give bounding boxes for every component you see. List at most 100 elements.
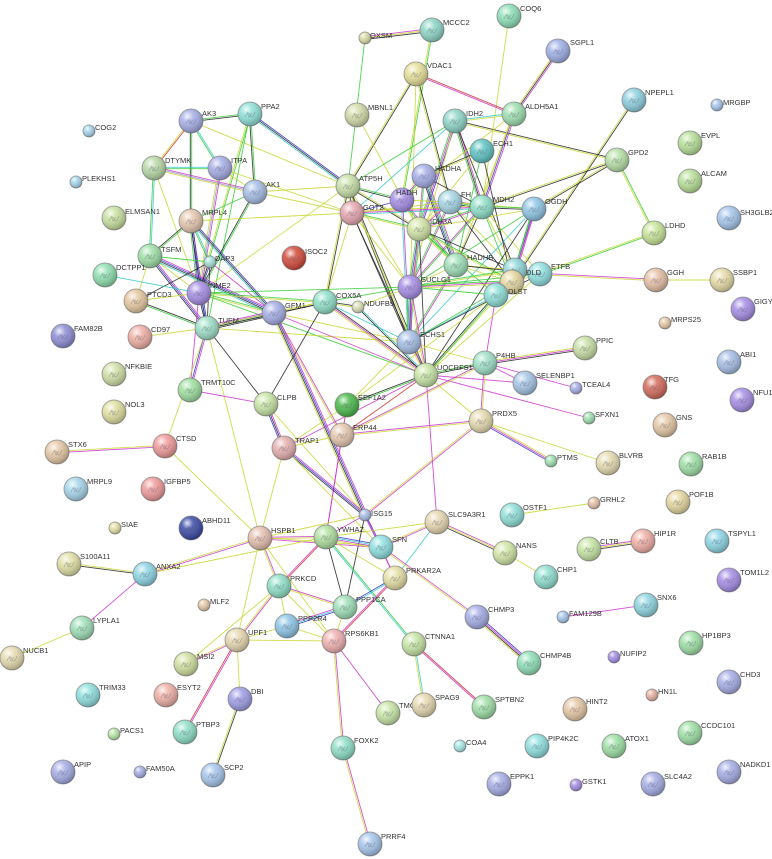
node-ostf1[interactable]: OSTF1 <box>499 502 547 528</box>
node-tspyl1[interactable]: TSPYL1 <box>704 528 756 554</box>
node-eppk1[interactable]: EPPK1 <box>486 771 534 797</box>
node-s100a11[interactable]: S100A11 <box>56 551 110 577</box>
node-sphere-icon[interactable] <box>716 669 742 695</box>
node-sphere-icon[interactable] <box>486 771 512 797</box>
edge-mccc2-hadh[interactable] <box>400 29 432 200</box>
node-fam82b[interactable]: FAM82B <box>50 323 103 349</box>
edge-gfm1-erp44[interactable] <box>272 313 342 436</box>
node-sphere-icon[interactable] <box>652 412 678 438</box>
edge-gpd2-ogdh[interactable] <box>534 160 618 210</box>
node-mrpl4[interactable]: MRPL4 <box>178 208 227 234</box>
node-spag9[interactable]: SPAG9 <box>411 692 459 718</box>
edge-hspb1-upf1[interactable] <box>236 537 261 641</box>
node-siae[interactable]: SIAE <box>108 520 138 535</box>
node-nadkd1[interactable]: NADKD1 <box>716 759 770 785</box>
edge-gfm1-isg15[interactable] <box>275 311 368 515</box>
edge-ogdh-idh3a[interactable] <box>418 208 535 230</box>
node-pacs1[interactable]: PACS1 <box>107 726 144 741</box>
edge-gfm1-isg15[interactable] <box>271 313 364 517</box>
node-sphere-icon[interactable] <box>127 324 153 350</box>
node-sphere-icon[interactable] <box>516 650 542 676</box>
edge-atp5h-nme2[interactable] <box>198 185 349 294</box>
node-sphere-icon[interactable] <box>173 651 199 677</box>
edge-itpa-nme2[interactable] <box>198 167 221 294</box>
node-igfbp5[interactable]: IGFBP5 <box>140 476 191 502</box>
node-sphere-icon[interactable] <box>101 361 127 387</box>
node-sphere-icon[interactable] <box>69 175 83 189</box>
node-esyt2[interactable]: ESYT2 <box>153 682 201 708</box>
node-sphere-icon[interactable] <box>621 87 647 113</box>
node-sphere-icon[interactable] <box>253 391 279 417</box>
node-sphere-icon[interactable] <box>382 565 408 591</box>
node-sphere-icon[interactable] <box>492 540 518 566</box>
node-sphere-icon[interactable] <box>132 561 158 587</box>
edge-got2-cox5a[interactable] <box>324 212 353 303</box>
node-sphere-icon[interactable] <box>544 454 558 468</box>
node-sphere-icon[interactable] <box>75 682 101 708</box>
edge-aldh5a1-mdh2[interactable] <box>482 114 516 208</box>
edge-ldhd-etfb[interactable] <box>539 231 654 274</box>
node-sphere-icon[interactable] <box>207 155 233 181</box>
node-sphere-icon[interactable] <box>368 534 394 560</box>
node-sh3glb2[interactable]: SH3GLB2 <box>716 205 772 231</box>
edge-etfb-ggh[interactable] <box>540 272 657 280</box>
node-hadhb[interactable]: HADHB <box>443 252 493 278</box>
edge-uqcrfs1-slc9a3r1[interactable] <box>425 374 438 523</box>
node-ctnna1[interactable]: CTNNA1 <box>401 631 455 657</box>
edge-vdac1-fh[interactable] <box>414 74 450 203</box>
node-gfm1[interactable]: GFM1 <box>261 300 306 326</box>
node-stx6[interactable]: STX6 <box>44 439 87 465</box>
edge-tufm-hspb1[interactable] <box>206 327 261 539</box>
edge-atp5h-cox5a[interactable] <box>323 185 348 302</box>
edge-dtymk-ak1[interactable] <box>153 168 255 194</box>
node-mbnl1[interactable]: MBNL1 <box>344 102 393 128</box>
node-sphere-icon[interactable] <box>643 267 669 293</box>
edge-dlst2-eef1a2[interactable] <box>346 294 497 406</box>
edge-npepl1-dlst[interactable] <box>512 100 635 283</box>
edge-itpa-nme2[interactable] <box>199 168 222 294</box>
edge-p4hb-erp44[interactable] <box>341 361 485 435</box>
node-sphere-icon[interactable] <box>186 280 212 306</box>
node-dlst2[interactable] <box>483 282 509 308</box>
edge-dtymk-ak1[interactable] <box>154 166 256 192</box>
node-sphere-icon[interactable] <box>123 288 149 314</box>
node-abhd11[interactable]: ABHD11 <box>178 515 231 541</box>
node-sphere-icon[interactable] <box>397 274 423 300</box>
edge-gfm1-echs1[interactable] <box>273 312 410 343</box>
node-sphere-icon[interactable] <box>587 496 601 510</box>
edge-trap1-hspb1[interactable] <box>259 447 285 539</box>
edge-isg15-hspb1[interactable] <box>259 514 366 539</box>
node-mccc2[interactable]: MCCC2 <box>419 17 470 43</box>
node-npepl1[interactable]: NPEPL1 <box>621 87 674 113</box>
edge-upf1-ptbp3[interactable] <box>185 640 239 733</box>
node-sphere-icon[interactable] <box>678 451 704 477</box>
edge-ldhd-etfb[interactable] <box>540 233 655 276</box>
node-sphere-icon[interactable] <box>133 765 147 779</box>
edge-hspb1-anxa2[interactable] <box>144 536 260 574</box>
node-sphere-icon[interactable] <box>572 335 598 361</box>
node-atox1[interactable]: ATOX1 <box>601 733 649 759</box>
node-tceal4[interactable]: TCEAL4 <box>569 380 610 395</box>
node-nans[interactable]: NANS <box>492 540 537 566</box>
node-prrf4[interactable]: PRRF4 <box>357 831 406 857</box>
edge-trap1-isg15[interactable] <box>284 446 367 515</box>
node-sphere-icon[interactable] <box>640 771 666 797</box>
node-sphere-icon[interactable] <box>582 411 596 425</box>
edge-tufm-echs1[interactable] <box>206 327 410 343</box>
edge-anxa2-s100a11[interactable] <box>69 562 146 574</box>
node-trim33[interactable]: TRIM33 <box>75 682 126 708</box>
node-sphere-icon[interactable] <box>82 124 96 138</box>
node-chmp4b[interactable]: CHMP4B <box>516 650 571 676</box>
node-nufip2[interactable]: NUFIP2 <box>607 649 647 664</box>
edge-vdac1-aldh5a1[interactable] <box>415 74 514 116</box>
node-sphere-icon[interactable] <box>630 528 656 554</box>
edge-nme2-cox5a[interactable] <box>198 293 325 304</box>
edge-got2-mrpl4[interactable] <box>190 212 353 222</box>
edge-ctsd-hspb1[interactable] <box>164 445 261 539</box>
node-pof1b[interactable]: POF1B <box>665 489 714 515</box>
node-sphere-icon[interactable] <box>329 422 355 448</box>
node-evpl[interactable]: EVPL <box>677 130 720 156</box>
edge-dlst2-uqcrfs1[interactable] <box>425 294 496 375</box>
edge-sfn-chmp3[interactable] <box>381 546 478 617</box>
edge-tsfm-gfm1[interactable] <box>150 254 275 313</box>
